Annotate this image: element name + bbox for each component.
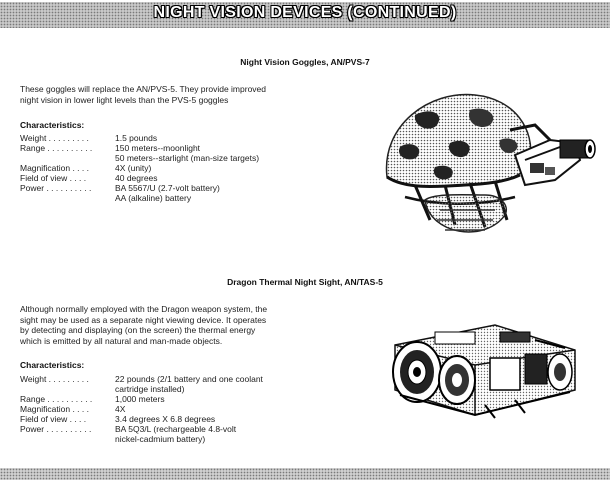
- spec-label: Range . . . . . . . . . .: [20, 394, 93, 404]
- page-title: NIGHT VISION DEVICES (CONTINUED): [153, 4, 457, 21]
- spec-value-line: BA 5Q3/L (rechargeable 4.8-volt: [115, 424, 237, 434]
- goggles-specs-table: Weight . . . . . . . . . 1.5 pounds Rang…: [20, 133, 340, 203]
- spec-label: Field of view . . . .: [20, 414, 87, 424]
- spec-label: Weight . . . . . . . . .: [20, 133, 89, 143]
- spec-value-line: nickel-cadmium battery): [115, 434, 206, 444]
- spec-value: BA 5567/U (2.7-volt battery) AA (alkalin…: [115, 183, 340, 203]
- spec-row-range: Range . . . . . . . . . . 1,000 meters: [20, 394, 340, 404]
- spec-value-line: AA (alkaline) battery: [115, 193, 192, 203]
- spec-value-line: 1.5 pounds: [115, 133, 158, 143]
- spec-row-magnification: Magnification . . . . 4X (unity): [20, 163, 340, 173]
- spec-value-line: 50 meters--starlight (man-size targets): [115, 153, 260, 163]
- spec-value: 150 meters--moonlight 50 meters--starlig…: [115, 143, 340, 163]
- dragon-description: Although normally employed with the Drag…: [20, 304, 340, 346]
- header-band: [0, 2, 610, 28]
- spec-value-line: 3.4 degrees X 6.8 degrees: [115, 414, 216, 424]
- goggles-description-line: These goggles will replace the AN/PVS-5.…: [20, 84, 266, 94]
- goggles-description-line: night vision in lower light levels than …: [20, 94, 229, 105]
- spec-row-weight: Weight . . . . . . . . . 22 pounds (2/1 …: [20, 374, 340, 394]
- spec-value-line: 4X: [115, 404, 126, 414]
- spec-label: Power . . . . . . . . . .: [20, 183, 92, 193]
- spec-value: 1.5 pounds: [115, 133, 340, 143]
- spec-row-range: Range . . . . . . . . . . 150 meters--mo…: [20, 143, 340, 163]
- spec-value: 40 degrees: [115, 173, 340, 183]
- spec-row-power: Power . . . . . . . . . . BA 5Q3/L (rech…: [20, 424, 340, 444]
- spec-value-line: 22 pounds (2/1 battery and one coolant: [115, 374, 263, 384]
- spec-label: Field of view . . . .: [20, 173, 87, 183]
- dragon-section-title: Dragon Thermal Night Sight, AN/TAS-5: [227, 277, 383, 287]
- spec-value-line: 4X (unity): [115, 163, 152, 173]
- spec-label: Range . . . . . . . . . .: [20, 143, 93, 153]
- dragon-specs-table: Weight . . . . . . . . . 22 pounds (2/1 …: [20, 374, 340, 444]
- spec-label: Weight . . . . . . . . .: [20, 374, 89, 384]
- goggles-description: These goggles will replace the AN/PVS-5.…: [20, 84, 340, 105]
- spec-value: 4X: [115, 404, 340, 414]
- footer-band: [0, 468, 610, 480]
- spec-value: 3.4 degrees X 6.8 degrees: [115, 414, 340, 424]
- goggles-section-title: Night Vision Goggles, AN/PVS-7: [240, 57, 370, 67]
- spec-value-line: BA 5567/U (2.7-volt battery): [115, 183, 220, 193]
- spec-row-weight: Weight . . . . . . . . . 1.5 pounds: [20, 133, 340, 143]
- spec-value-line: 1,000 meters: [115, 394, 165, 404]
- spec-label: Magnification . . . .: [20, 404, 89, 414]
- spec-value: 22 pounds (2/1 battery and one coolant c…: [115, 374, 340, 394]
- spec-label: Power . . . . . . . . . .: [20, 424, 92, 434]
- dragon-characteristics-heading: Characteristics:: [20, 360, 85, 370]
- spec-label: Magnification . . . .: [20, 163, 89, 173]
- spec-value-line: 40 degrees: [115, 173, 158, 183]
- spec-row-field-of-view: Field of view . . . . 3.4 degrees X 6.8 …: [20, 414, 340, 424]
- spec-row-field-of-view: Field of view . . . . 40 degrees: [20, 173, 340, 183]
- spec-value-line: 150 meters--moonlight: [115, 143, 201, 153]
- dragon-description-line: Although normally employed with the Drag…: [20, 304, 268, 314]
- dragon-description-line: sight may be used as a separate night vi…: [20, 314, 267, 325]
- goggles-illustration: [385, 93, 596, 233]
- dragon-description-line: which is emitted by all natural and man-…: [20, 335, 223, 346]
- spec-row-magnification: Magnification . . . . 4X: [20, 404, 340, 414]
- spec-row-power: Power . . . . . . . . . . BA 5567/U (2.7…: [20, 183, 340, 203]
- spec-value: 1,000 meters: [115, 394, 340, 404]
- thermal-sight-illustration: [392, 324, 576, 419]
- spec-value: BA 5Q3/L (rechargeable 4.8-volt nickel-c…: [115, 424, 340, 444]
- spec-value: 4X (unity): [115, 163, 340, 173]
- dragon-description-line: by detecting and displaying (on the scre…: [20, 325, 256, 335]
- goggles-characteristics-heading: Characteristics:: [20, 120, 85, 130]
- spec-value-line: cartridge installed): [115, 384, 185, 394]
